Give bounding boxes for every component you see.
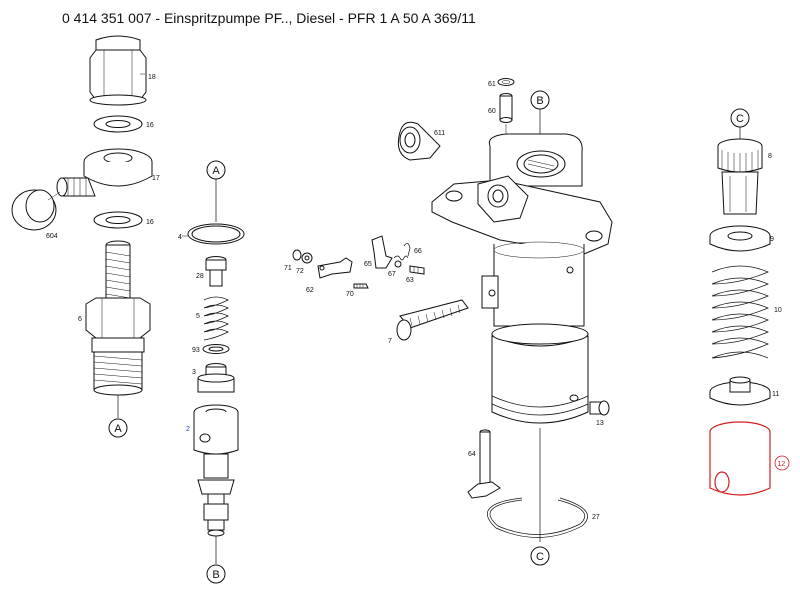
callout-a-bottom: A <box>108 418 128 438</box>
part-18-cap-nut[interactable] <box>89 35 147 106</box>
part-62-lever[interactable] <box>317 257 353 279</box>
part-28-valve[interactable] <box>205 256 227 287</box>
label-8: 8 <box>768 153 772 160</box>
part-5-valve-spring[interactable] <box>203 296 229 341</box>
part-70-screw[interactable] <box>353 283 369 289</box>
label-70: 70 <box>346 291 354 298</box>
label-64: 64 <box>468 451 476 458</box>
label-611: 611 <box>434 130 445 137</box>
part-10-plunger-spring[interactable] <box>711 265 769 359</box>
label-16-top: 16 <box>146 122 154 129</box>
label-16-bottom: 16 <box>146 219 154 226</box>
label-10: 10 <box>774 307 782 314</box>
label-18: 18 <box>148 74 156 81</box>
pump-housing[interactable] <box>431 133 613 424</box>
part-16-washer-top[interactable] <box>93 115 143 133</box>
part-61-clip[interactable] <box>497 78 515 86</box>
part-71-washer[interactable] <box>292 249 302 261</box>
part-13-pin[interactable] <box>589 400 610 416</box>
label-12-marker: 12 <box>774 455 790 471</box>
label-7: 7 <box>388 338 392 345</box>
label-4: 4 <box>178 234 182 241</box>
part-611-cap[interactable] <box>397 121 441 161</box>
label-9: 9 <box>770 236 774 243</box>
callout-a-top-label: A <box>212 165 220 177</box>
part-2-pump-element[interactable] <box>193 404 239 537</box>
part-604-protective-cap[interactable] <box>11 189 57 231</box>
part-67-spring[interactable] <box>393 255 409 268</box>
label-65: 65 <box>364 261 372 268</box>
callout-b-bottom: B <box>206 564 226 584</box>
callout-c-bottom: C <box>530 546 550 566</box>
part-12-roller-tappet[interactable] <box>709 421 771 496</box>
part-7-control-rack[interactable] <box>396 299 469 341</box>
part-3-delivery-valve[interactable] <box>197 363 235 393</box>
label-604: 604 <box>46 233 58 240</box>
part-64-tappet-pin[interactable] <box>467 429 501 499</box>
callout-c-top: C <box>730 108 750 128</box>
label-60: 60 <box>488 108 496 115</box>
label-11: 11 <box>772 391 779 398</box>
part-63-screw[interactable] <box>409 265 425 275</box>
part-17-banjo-fitting[interactable] <box>56 148 153 197</box>
label-3: 3 <box>192 369 196 376</box>
page-title: 0 414 351 007 - Einspritzpumpe PF.., Die… <box>62 10 476 26</box>
label-62: 62 <box>306 287 314 294</box>
label-28: 28 <box>196 273 204 280</box>
label-2: 2 <box>186 426 190 433</box>
label-66: 66 <box>414 248 422 255</box>
label-93: 93 <box>192 347 200 354</box>
callout-c-bottom-label: C <box>536 551 544 563</box>
part-66-pin[interactable] <box>403 243 411 257</box>
callout-c-top-label: C <box>736 113 744 125</box>
label-67: 67 <box>388 271 396 278</box>
label-72: 72 <box>296 268 304 275</box>
part-72-nut[interactable] <box>301 252 313 264</box>
part-16-washer-bottom[interactable] <box>93 211 143 229</box>
part-4-o-ring[interactable] <box>187 223 245 245</box>
callout-b-top-label: B <box>536 95 543 107</box>
label-13: 13 <box>596 420 604 427</box>
label-5: 5 <box>196 313 200 320</box>
label-17: 17 <box>152 175 160 182</box>
part-6-delivery-valve-holder[interactable] <box>85 240 151 396</box>
part-8-control-sleeve[interactable] <box>717 138 763 215</box>
part-93-seal-ring[interactable] <box>202 344 230 354</box>
label-12: 12 <box>778 461 786 468</box>
part-65-bracket[interactable] <box>371 235 393 269</box>
label-61: 61 <box>488 81 496 88</box>
part-11-lower-seat[interactable] <box>709 376 771 406</box>
label-63: 63 <box>406 277 414 284</box>
callout-b-bottom-label: B <box>212 569 219 581</box>
callout-a-top: A <box>206 160 226 180</box>
part-27-retaining-ring[interactable] <box>486 497 588 538</box>
callout-b-top: B <box>530 90 550 110</box>
part-60-bushing[interactable] <box>499 93 513 123</box>
callout-a-bottom-label: A <box>114 423 122 435</box>
label-27: 27 <box>592 514 600 521</box>
part-9-spring-seat[interactable] <box>709 225 771 252</box>
label-6: 6 <box>78 316 82 323</box>
label-71: 71 <box>284 265 292 272</box>
